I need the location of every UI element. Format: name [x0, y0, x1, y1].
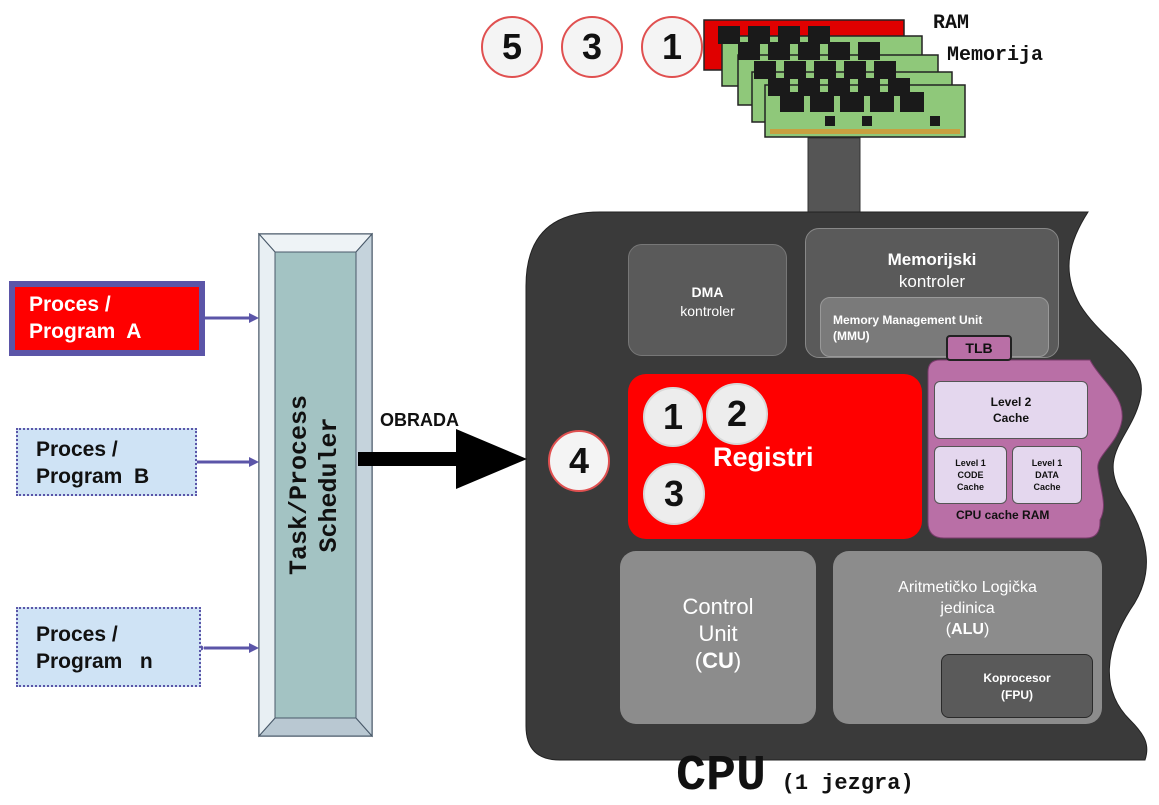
process-a-line2: Program A: [29, 320, 142, 343]
cu-line2: Unit: [698, 621, 738, 646]
l1data-line3: Cache: [1033, 482, 1061, 492]
fpu: Koprocesor (FPU): [941, 654, 1093, 718]
obrada-label: OBRADA: [380, 410, 459, 430]
process-b[interactable]: Proces / Program B: [16, 428, 197, 496]
l1data-line2: DATA: [1035, 470, 1059, 480]
control-unit: Control Unit (CU): [620, 551, 816, 724]
l1-code-cache: Level 1 CODE Cache: [934, 446, 1007, 504]
ram-subtitle: Memorija: [947, 44, 1044, 67]
process-n[interactable]: Proces / Program n: [16, 607, 201, 687]
cpu-caption: CPU (1 jezgra): [676, 748, 914, 805]
register-slot: 3: [643, 463, 705, 525]
mmu-line1: Memory Management Unit: [833, 313, 983, 327]
alu-line2: jedinica: [940, 600, 995, 617]
ram-queue-item: 3: [561, 16, 623, 78]
register-slot: 1: [643, 387, 703, 447]
ram-title: RAM: [933, 12, 970, 35]
dma-line1: DMA: [691, 284, 724, 300]
l1code-line2: CODE: [957, 470, 984, 480]
l2-line1: Level 2: [990, 395, 1032, 409]
fpu-line1: Koprocesor: [983, 671, 1051, 685]
registers-label: Registri: [713, 442, 814, 472]
fpu-line2: (FPU): [1001, 688, 1033, 702]
alu-abbr: (ALU): [945, 621, 990, 638]
process-n-line1: Proces /: [36, 623, 118, 646]
process-b-line1: Proces /: [36, 438, 118, 461]
cpu-cache-label: CPU cache RAM: [956, 508, 1050, 522]
cpu-caption-note: (1 jezgra): [781, 771, 914, 796]
scheduler-line2: Scheduler: [315, 417, 344, 553]
register-slot: 2: [706, 383, 768, 445]
process-n-line2: Program n: [36, 650, 153, 673]
alu-line1: Aritmetičko Logička: [898, 579, 1037, 596]
dma-controller: DMA kontroler: [628, 244, 787, 356]
dma-line2: kontroler: [680, 303, 735, 319]
cpu-caption-main: CPU: [676, 748, 767, 805]
process-a-line1: Proces /: [29, 293, 111, 316]
l1code-line3: Cache: [956, 482, 984, 492]
l1-data-cache: Level 1 DATA Cache: [1012, 446, 1082, 504]
ram-queue-item: 1: [641, 16, 703, 78]
cu-line1: Control: [682, 594, 754, 619]
tlb: TLB: [946, 335, 1012, 361]
process-b-line2: Program B: [36, 465, 150, 488]
ram-modules: [703, 19, 966, 138]
scheduler-box: [257, 232, 374, 738]
cu-abbr: (CU): [694, 648, 742, 673]
memory-controller-line1: Memorijski: [887, 250, 977, 269]
mmu: Memory Management Unit (MMU): [820, 297, 1049, 357]
process-a[interactable]: Proces / Program A: [9, 281, 205, 356]
l2-line2: Cache: [992, 411, 1030, 425]
scheduler-line1: Task/Process: [285, 394, 314, 576]
obrada-arrow: [358, 429, 527, 489]
l1data-line1: Level 1: [1031, 458, 1063, 468]
memory-controller-line2: kontroler: [898, 272, 966, 291]
mmu-line2: (MMU): [833, 329, 870, 343]
marker-4: 4: [548, 430, 610, 492]
l1code-line1: Level 1: [955, 458, 986, 468]
l2-cache: Level 2 Cache: [934, 381, 1088, 439]
ram-queue-item: 5: [481, 16, 543, 78]
